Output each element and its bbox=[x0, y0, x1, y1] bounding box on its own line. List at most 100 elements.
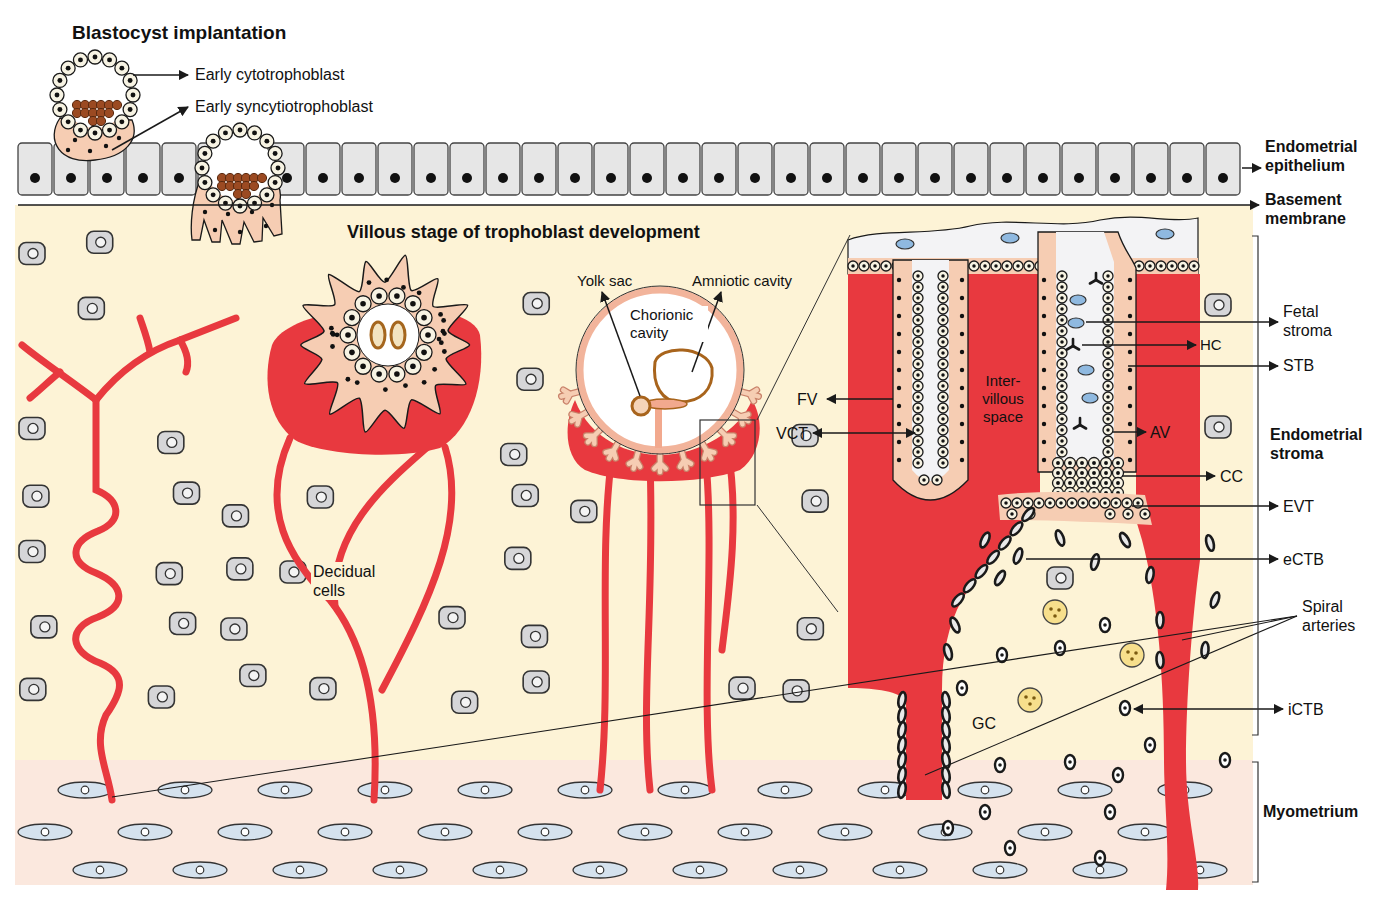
chorionic-sac bbox=[572, 411, 589, 424]
extravillous-trophoblast bbox=[897, 707, 907, 724]
smooth-muscle-cell bbox=[996, 866, 1004, 874]
placental-villi bbox=[1056, 498, 1066, 508]
interstitial-trophoblast bbox=[1223, 758, 1227, 762]
implanting-blastocyst bbox=[226, 212, 230, 216]
leader-line bbox=[1242, 167, 1261, 169]
interstitial-trophoblast bbox=[998, 763, 1002, 767]
smooth-muscle-cell bbox=[96, 866, 104, 874]
extravillous-trophoblast bbox=[1054, 529, 1066, 546]
smooth-muscle-cell bbox=[773, 862, 827, 878]
placental-villi bbox=[1042, 368, 1046, 372]
implanted-embryo bbox=[417, 290, 422, 295]
implanted-embryo bbox=[391, 322, 405, 348]
placental-villi bbox=[1042, 440, 1046, 444]
epithelial-cell bbox=[1074, 173, 1084, 183]
spiral-artery bbox=[140, 318, 150, 352]
chorionic-sac bbox=[655, 404, 662, 448]
chorionic-sac bbox=[586, 428, 602, 444]
zoom-box bbox=[700, 235, 850, 612]
bracket bbox=[1252, 762, 1258, 882]
blastocyst bbox=[73, 138, 77, 142]
interstitial-trophoblast bbox=[946, 826, 950, 830]
epithelial-cell bbox=[894, 173, 904, 183]
blastocyst bbox=[107, 128, 112, 133]
chorionic-sac bbox=[739, 390, 758, 401]
placental-villi bbox=[1106, 362, 1110, 366]
placental-villi bbox=[1128, 332, 1132, 336]
placental-villi bbox=[941, 318, 945, 322]
implanting-blastocyst bbox=[248, 196, 262, 210]
smooth-muscle-cell bbox=[1018, 824, 1072, 840]
smooth-muscle-cell bbox=[58, 782, 112, 798]
placental-villi bbox=[938, 414, 948, 424]
implanted-embryo bbox=[329, 326, 334, 331]
blastocyst bbox=[55, 93, 60, 98]
placental-villi bbox=[1057, 403, 1067, 413]
implanted-embryo bbox=[394, 371, 400, 377]
implanting-blastocyst bbox=[233, 199, 247, 213]
chorionic-sac bbox=[561, 390, 580, 401]
placental-villi bbox=[1060, 307, 1064, 311]
placental-villi bbox=[941, 296, 945, 300]
placental-villi bbox=[1128, 458, 1132, 462]
implanted-embryo bbox=[340, 327, 356, 343]
placental-villi bbox=[897, 440, 901, 444]
leader-line bbox=[1086, 321, 1278, 323]
implanted-embryo bbox=[416, 310, 432, 326]
extravillous-trophoblast bbox=[993, 569, 1007, 586]
implanted-embryo bbox=[344, 344, 360, 360]
epithelial-cell bbox=[606, 173, 616, 183]
extravillous-trophoblast bbox=[897, 752, 907, 769]
epithelial-cell bbox=[1062, 143, 1096, 195]
placental-villi bbox=[1059, 501, 1063, 505]
epithelial-cell bbox=[666, 143, 700, 195]
extravillous-trophoblast bbox=[941, 782, 951, 799]
interstitial-trophoblast bbox=[1100, 618, 1110, 632]
placental-villi bbox=[1103, 403, 1113, 413]
placental-villi bbox=[969, 261, 979, 271]
smooth-muscle-cell bbox=[596, 866, 604, 874]
placental-villi bbox=[1060, 417, 1064, 421]
placental-villi bbox=[1128, 296, 1132, 300]
blastocyst bbox=[88, 149, 92, 153]
placental-villi bbox=[916, 351, 920, 355]
implanting-blastocyst bbox=[233, 123, 247, 137]
epithelial-cell bbox=[486, 143, 520, 195]
tissue-layer bbox=[15, 760, 1253, 885]
placental-villi bbox=[1106, 318, 1110, 322]
blastocyst bbox=[78, 128, 83, 133]
smooth-muscle-cell bbox=[896, 866, 904, 874]
giant-cell bbox=[1028, 702, 1032, 706]
chorionic-sac bbox=[561, 390, 580, 401]
extravillous-trophoblast bbox=[978, 531, 991, 548]
implanting-blastocyst bbox=[191, 123, 285, 244]
extravillous-trophoblast bbox=[1156, 652, 1164, 669]
placental-villi bbox=[1057, 282, 1067, 292]
extravillous-trophoblast bbox=[1118, 531, 1132, 548]
placental-villi bbox=[897, 386, 901, 390]
chorionic-sac bbox=[629, 449, 640, 468]
placental-villi bbox=[938, 337, 948, 347]
epithelial-cell bbox=[1146, 173, 1156, 183]
text-label: AV bbox=[1150, 423, 1170, 442]
epithelial-cell bbox=[954, 143, 988, 195]
placental-villi bbox=[1024, 261, 1034, 271]
smooth-muscle-cell bbox=[158, 782, 212, 798]
placental-villi bbox=[1078, 498, 1088, 508]
decidual-cell bbox=[530, 631, 540, 641]
placental-villi bbox=[1128, 440, 1132, 444]
extravillous-trophoblast bbox=[897, 692, 907, 709]
epithelial-cell bbox=[1182, 173, 1192, 183]
chorionic-sac bbox=[580, 290, 740, 450]
placental-villi bbox=[1125, 501, 1129, 505]
blastocyst bbox=[66, 119, 71, 124]
extravillous-trophoblast bbox=[941, 722, 951, 739]
placental-villi bbox=[1060, 362, 1064, 366]
placental-villi bbox=[1103, 436, 1113, 446]
placental-villi bbox=[1103, 359, 1113, 369]
blastocyst bbox=[103, 123, 117, 137]
interstitial-trophoblast bbox=[1005, 841, 1015, 855]
placental-villi bbox=[1140, 509, 1150, 519]
text-label: Basement membrane bbox=[1265, 190, 1395, 228]
placental-villi bbox=[1057, 304, 1067, 314]
